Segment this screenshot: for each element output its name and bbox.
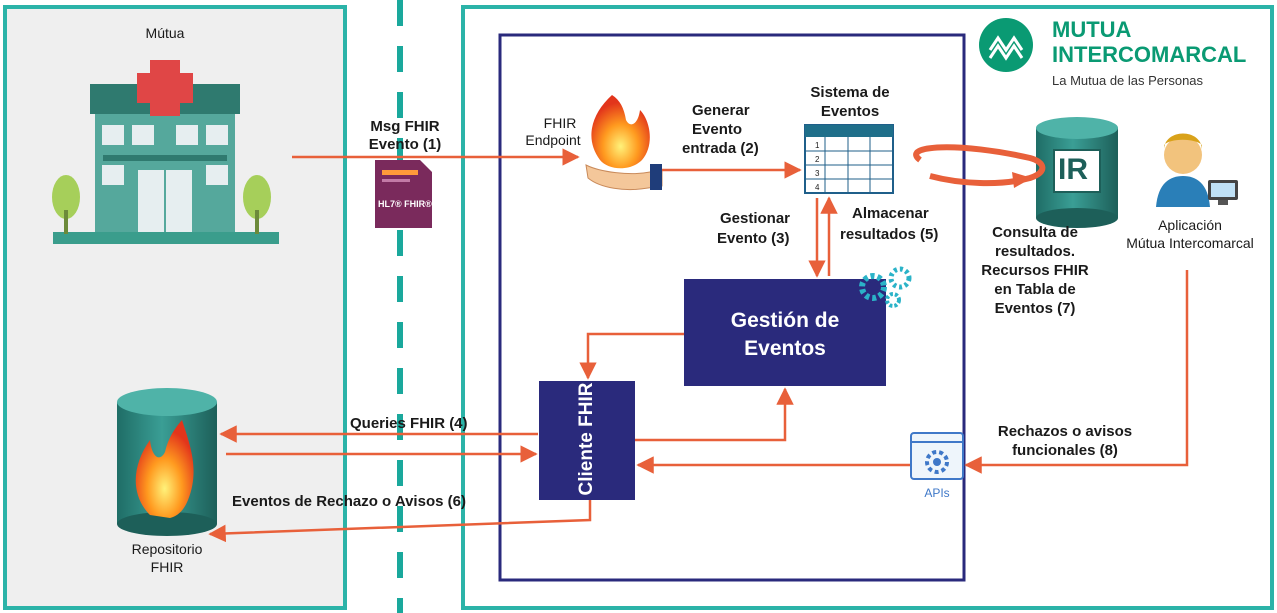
endpoint-label-1: FHIR — [543, 115, 577, 131]
ir-label: IR — [1058, 153, 1088, 186]
consulta-label-4: en Tabla de — [994, 281, 1076, 298]
msg-fhir-label-1: Msg FHIR — [370, 118, 440, 135]
arrow-gestion-to-cliente — [579, 332, 684, 380]
cliente-fhir-box — [539, 381, 635, 500]
hospital-icon — [52, 60, 279, 244]
app-label-2: Mútua Intercomarcal — [1126, 235, 1254, 251]
rechazos8-label-1: Rechazos o avisos — [997, 423, 1133, 440]
fhir-endpoint-fire-icon — [585, 95, 663, 191]
gestion-label-2: Eventos — [744, 337, 826, 360]
generar-label-1: Generar — [692, 102, 750, 119]
hl7-badge-text: HL7® FHIR® — [378, 199, 432, 209]
queries-label: Queries FHIR (4) — [350, 415, 468, 432]
storage-loop-arrow — [913, 144, 1046, 187]
repo-label-2: FHIR — [150, 559, 184, 575]
hl7-document-icon — [375, 160, 432, 228]
arrow-cliente-to-gestion — [635, 387, 794, 442]
storage-loop-arrowhead — [1012, 172, 1032, 188]
mutua-logo-icon — [979, 18, 1033, 72]
consulta-label-3: Recursos FHIR — [981, 262, 1089, 279]
gestionar-label-1: Gestionar — [720, 210, 791, 227]
msg-fhir-label-2: Evento (1) — [368, 136, 442, 153]
app-label-1: Aplicación — [1158, 217, 1222, 233]
flow-arrows — [208, 148, 1189, 543]
consulta-label-1: Consulta de — [992, 224, 1078, 241]
brand-name-2: INTERCOMARCAL — [1052, 42, 1247, 67]
repo-label-1: Repositorio — [131, 541, 203, 557]
repository-database-icon — [117, 388, 217, 536]
rechazos8-label-2: funcionales (8) — [1012, 442, 1118, 459]
gestion-eventos-box — [684, 279, 886, 386]
cliente-fhir-label: Cliente FHIR — [576, 382, 597, 496]
generar-label-3: entrada (2) — [682, 140, 759, 157]
user-computer-icon — [1156, 133, 1238, 207]
gestionar-label-2: Evento (3) — [717, 230, 790, 247]
apis-icon — [910, 432, 964, 480]
event-table-icon — [804, 124, 894, 194]
generar-label-2: Evento — [692, 121, 743, 138]
table-row-3: 3 — [815, 169, 820, 178]
consulta-label-5: Eventos (7) — [994, 300, 1076, 317]
rechazo-label: Eventos de Rechazo o Avisos (6) — [232, 493, 466, 510]
sistema-label-1: Sistema de — [810, 84, 890, 101]
inner-system-box — [498, 33, 966, 582]
gestion-label-1: Gestión de — [730, 309, 840, 332]
table-row-2: 2 — [815, 155, 820, 164]
almacenar-label-1: Almacenar — [852, 205, 929, 222]
table-row-1: 1 — [815, 141, 820, 150]
arrow-rechazo-to-repo — [208, 500, 592, 543]
ir-database-icon — [1036, 117, 1118, 228]
apis-label: APIs — [924, 486, 950, 500]
brand-tagline: La Mutua de las Personas — [1052, 73, 1204, 88]
sistema-label-2: Eventos — [820, 103, 880, 120]
left-panel-title: Mútua — [145, 25, 185, 41]
endpoint-label-2: Endpoint — [525, 132, 581, 148]
arrow-app-to-apis — [964, 270, 1189, 474]
almacenar-label-2: resultados (5) — [840, 226, 939, 243]
brand-name-1: MUTUA — [1052, 17, 1132, 42]
consulta-label-2: resultados. — [994, 243, 1076, 260]
table-row-4: 4 — [815, 183, 820, 192]
gears-icon — [859, 266, 912, 308]
